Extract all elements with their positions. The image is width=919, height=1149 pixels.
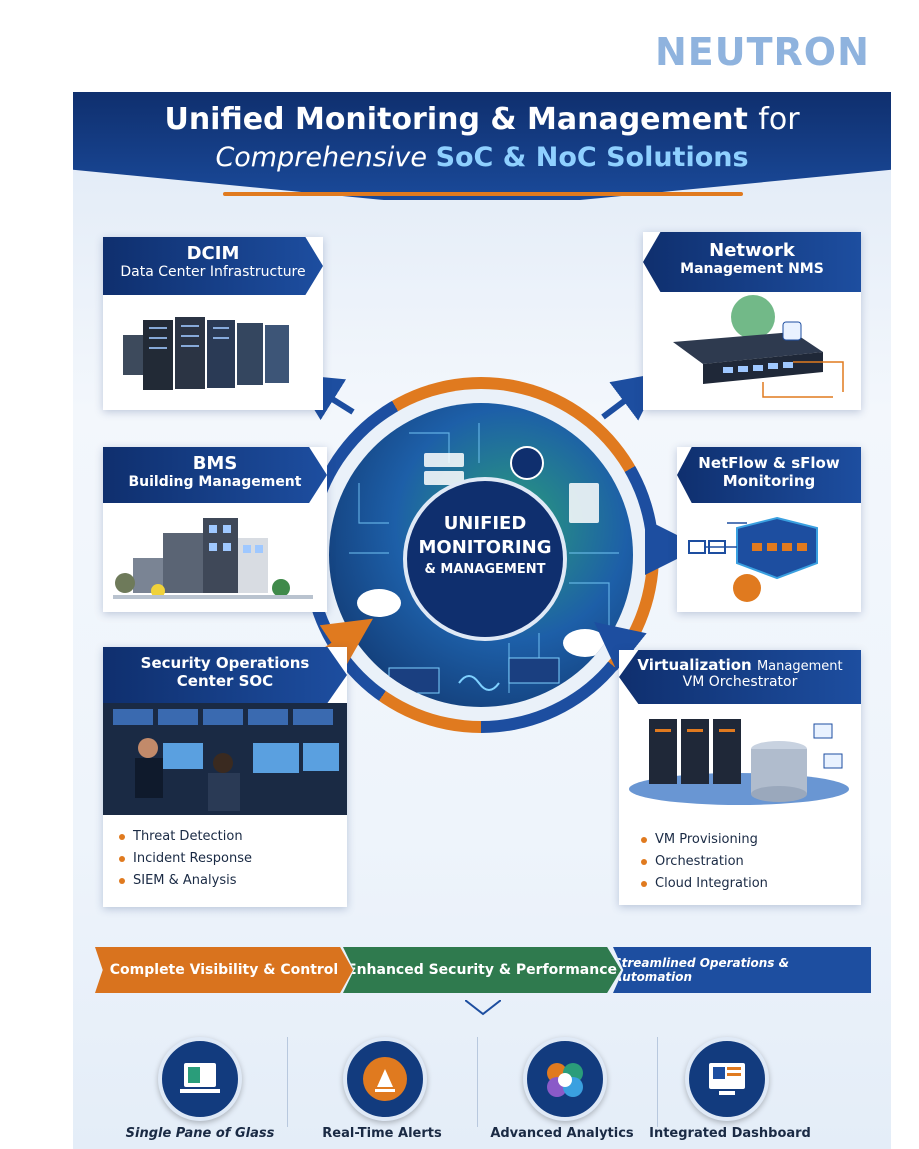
nms-subtitle: Management NMS	[680, 261, 824, 277]
feature-label: Advanced Analytics	[490, 1126, 634, 1141]
feature-divider	[477, 1037, 478, 1127]
feature-label: Single Pane of Glass	[125, 1126, 275, 1141]
hub-line1: UNIFIED	[443, 513, 527, 534]
feature-label: Real-Time Alerts	[322, 1126, 442, 1141]
virtualization-title-suffix: Management	[756, 659, 843, 674]
network-switch-illustration	[673, 295, 844, 398]
benefit-security: Enhanced Security & Performance	[343, 947, 621, 993]
nms-card: Network Management NMS	[643, 232, 861, 410]
soc-bullet: Incident Response	[117, 851, 252, 866]
dcim-title: DCIM	[186, 243, 240, 264]
soc-subtitle: Center SOC	[176, 672, 274, 690]
netflow-subtitle: Monitoring	[722, 472, 816, 490]
building-illustration	[113, 518, 313, 599]
title-bold: Unified Monitoring & Management	[164, 102, 748, 137]
nms-header: Network Management NMS	[643, 232, 861, 292]
netflow-illustration	[688, 516, 818, 602]
benefit-operations: Streamlined Operations & Automation	[613, 947, 871, 993]
soc-operators-illustration	[103, 703, 347, 815]
hub-core	[403, 477, 567, 641]
soc-bullet: Threat Detection	[117, 829, 252, 844]
bms-title: BMS	[192, 453, 238, 474]
caret-down-icon	[465, 1000, 501, 1016]
hub-circuit-graphic	[349, 423, 619, 694]
soc-bullet: SIEM & Analysis	[117, 873, 252, 888]
arrow-nms	[601, 372, 663, 421]
virtualization-title-row: Virtualization Management	[619, 656, 861, 674]
infographic-poster: Unified Monitoring & Management for Comp…	[73, 92, 891, 1149]
benefit-label: Streamlined Operations & Automation	[613, 956, 790, 984]
virtualization-header: Virtualization Management VM Orchestrato…	[619, 650, 861, 704]
dcim-card: DCIM Data Center Infrastructure	[103, 237, 323, 410]
virtualization-subtitle: VM Orchestrator	[682, 674, 798, 690]
dcim-header: DCIM Data Center Infrastructure	[103, 237, 323, 295]
soc-header: Security Operations Center SOC	[103, 647, 347, 703]
title-light: for	[758, 102, 800, 137]
analytics-icon	[523, 1037, 607, 1121]
monitor-icon	[158, 1037, 242, 1121]
virtualization-bullet-list: VM Provisioning Orchestration Cloud Inte…	[639, 832, 768, 898]
vm-servers-illustration	[629, 719, 849, 805]
header-banner	[73, 92, 891, 200]
benefit-label: Enhanced Security & Performance	[347, 962, 617, 978]
subtitle-light: Comprehensive	[215, 142, 427, 173]
page-subtitle: Comprehensive SoC & NoC Solutions	[73, 142, 891, 173]
soc-title: Security Operations	[140, 654, 310, 672]
feature-divider	[287, 1037, 288, 1127]
feature-divider	[657, 1037, 658, 1127]
bms-card: BMS Building Management	[103, 447, 327, 612]
virtualization-bullet: Orchestration	[639, 854, 768, 869]
virtualization-bullet: Cloud Integration	[639, 876, 768, 891]
brand-logo: NEUTRON	[655, 30, 870, 74]
netflow-card: NetFlow & sFlow Monitoring	[677, 447, 861, 612]
soc-bullet-list: Threat Detection Incident Response SIEM …	[117, 829, 252, 895]
feature-label: Integrated Dashboard	[649, 1126, 811, 1141]
netflow-header: NetFlow & sFlow Monitoring	[677, 447, 861, 503]
server-racks-illustration	[123, 317, 289, 390]
hub-label: UNIFIED MONITORING & MANAGEMENT	[403, 512, 567, 580]
page-title: Unified Monitoring & Management for	[73, 102, 891, 137]
nms-title: Network	[709, 240, 795, 261]
virtualization-bullet: VM Provisioning	[639, 832, 768, 847]
virtualization-title: Virtualization	[637, 656, 752, 674]
hub-line2: MONITORING	[418, 537, 552, 558]
subtitle-bold: SoC & NoC Solutions	[435, 142, 749, 173]
dcim-subtitle: Data Center Infrastructure	[120, 264, 306, 280]
soc-card: Security Operations Center SOC Threat De…	[103, 647, 347, 907]
dashboard-icon	[685, 1037, 769, 1121]
bms-subtitle: Building Management	[128, 474, 302, 490]
netflow-title: NetFlow & sFlow	[698, 454, 840, 472]
virtualization-card: Virtualization Management VM Orchestrato…	[619, 650, 861, 905]
hub-line3: & MANAGEMENT	[424, 562, 546, 577]
header-accent-line	[223, 192, 743, 196]
bms-header: BMS Building Management	[103, 447, 327, 503]
benefit-visibility: Complete Visibility & Control	[95, 947, 353, 993]
alert-bell-icon	[343, 1037, 427, 1121]
benefit-label: Complete Visibility & Control	[109, 962, 339, 978]
